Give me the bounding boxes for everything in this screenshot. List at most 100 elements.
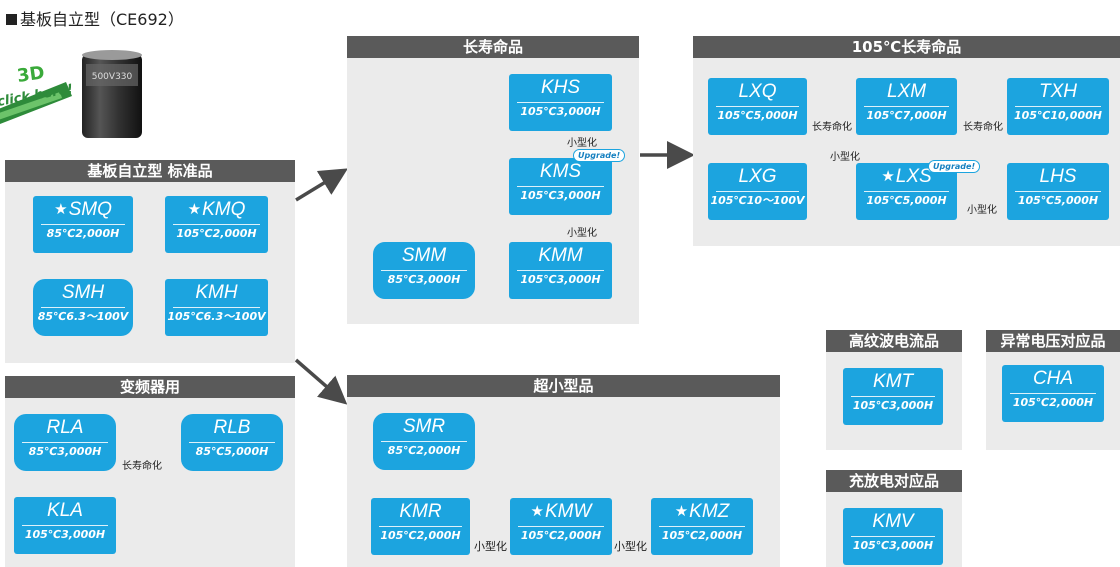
product-smr[interactable]: SMR 85℃2,000H	[373, 413, 475, 470]
product-kla[interactable]: KLA 105℃3,000H	[14, 497, 116, 554]
product-smh[interactable]: SMH 85℃6.3～100V	[33, 279, 133, 336]
group-header-high-ripple: 高纹波电流品	[826, 330, 962, 352]
product-name: KMV	[872, 511, 914, 532]
star-icon: ★	[187, 201, 202, 218]
product-spec: 105℃5,000H	[717, 109, 798, 122]
label-miniaturize: 小型化	[830, 152, 860, 163]
product-smq[interactable]: ★SMQ 85℃2,000H	[33, 196, 133, 253]
product-spec: 105℃3,000H	[24, 528, 106, 541]
product-spec: 105℃6.3～100V	[167, 310, 266, 323]
label-long-life: 长寿命化	[963, 122, 1003, 133]
upgrade-badge: Upgrade!	[573, 149, 626, 162]
star-icon: ★	[674, 503, 689, 520]
product-kmt[interactable]: KMT 105℃3,000H	[843, 368, 943, 425]
product-name: LHS	[1039, 166, 1077, 187]
product-name: KMZ	[689, 501, 730, 522]
product-name: CHA	[1032, 368, 1074, 389]
product-name: LXS	[895, 166, 932, 187]
product-spec: 105℃3,000H	[852, 539, 934, 552]
product-spec: 105℃3,000H	[520, 273, 601, 286]
product-spec: 105℃5,000H	[866, 194, 947, 207]
product-name: KHS	[540, 77, 581, 98]
product-spec: 105℃10,000H	[1014, 109, 1102, 122]
product-kmv[interactable]: KMV 105℃3,000H	[843, 508, 943, 565]
star-icon: ★	[881, 168, 895, 185]
product-name: SMH	[61, 282, 105, 303]
product-spec: 85℃3,000H	[28, 445, 102, 458]
product-spec: 85℃2,000H	[46, 227, 120, 240]
product-rlb[interactable]: RLB 85℃5,000H	[181, 414, 283, 471]
product-lxg[interactable]: LXG 105℃10～100V	[708, 163, 807, 220]
product-spec: 105℃2,000H	[176, 227, 257, 240]
upgrade-badge: Upgrade!	[928, 160, 981, 173]
product-name: SMM	[401, 245, 447, 266]
product-kmr[interactable]: KMR 105℃2,000H	[371, 498, 470, 555]
product-name: KMH	[195, 282, 238, 303]
product-name: TXH	[1039, 81, 1077, 102]
arrow-standard-to-longlife	[295, 168, 348, 202]
label-miniaturize: 小型化	[614, 540, 647, 553]
product-kmm[interactable]: KMM 105℃3,000H	[509, 242, 612, 299]
product-khs[interactable]: KHS 105℃3,000H	[509, 74, 612, 131]
label-long-life: 长寿命化	[122, 461, 162, 472]
product-spec: 105℃7,000H	[866, 109, 947, 122]
product-spec: 105℃2,000H	[380, 529, 461, 542]
capacitor-text: 500V330	[92, 72, 133, 82]
square-bullet-icon	[6, 14, 17, 25]
product-lxq[interactable]: LXQ 105℃5,000H	[708, 78, 807, 135]
product-spec: 105℃2,000H	[520, 529, 602, 542]
product-name: LXG	[738, 166, 777, 187]
product-spec: 105℃2,000H	[1012, 396, 1094, 409]
label-miniaturize: 小型化	[567, 228, 597, 239]
page-title: 基板自立型（CE692）	[6, 6, 184, 30]
product-spec: 105℃3,000H	[520, 189, 601, 202]
group-header-charge-discharge: 充放电对应品	[826, 470, 962, 492]
group-header-abnormal-voltage: 异常电压对应品	[986, 330, 1120, 352]
product-spec: 85℃2,000H	[387, 444, 461, 457]
product-name: RLB	[213, 417, 251, 438]
product-spec: 85℃3,000H	[387, 273, 461, 286]
product-name: KMQ	[202, 199, 246, 220]
product-kmw[interactable]: ★KMW 105℃2,000H	[510, 498, 612, 555]
product-spec: 105℃2,000H	[661, 529, 743, 542]
product-name: KMW	[545, 501, 592, 522]
product-name: KLA	[47, 500, 83, 521]
product-spec: 105℃3,000H	[852, 399, 934, 412]
product-name: LXQ	[738, 81, 777, 102]
3d-click-badge[interactable]: 3D click here!	[0, 52, 72, 142]
group-header-long-life: 长寿命品	[347, 36, 639, 58]
star-icon: ★	[54, 201, 68, 218]
product-name: KMT	[872, 371, 914, 392]
product-rla[interactable]: RLA 85℃3,000H	[14, 414, 116, 471]
product-kmh[interactable]: KMH 105℃6.3～100V	[165, 279, 268, 336]
product-txh[interactable]: TXH 105℃10,000H	[1007, 78, 1109, 135]
group-header-long-life-105: 105℃长寿命品	[693, 36, 1120, 58]
product-lxm[interactable]: LXM 105℃7,000H	[856, 78, 957, 135]
product-name: SMR	[402, 416, 446, 437]
product-kmz[interactable]: ★KMZ 105℃2,000H	[651, 498, 753, 555]
page-title-text: 基板自立型（CE692）	[20, 10, 184, 29]
product-name: KMS	[539, 161, 582, 182]
label-long-life: 长寿命化	[812, 122, 852, 133]
group-header-standard: 基板自立型 标准品	[5, 160, 295, 182]
label-miniaturize: 小型化	[567, 138, 597, 149]
product-name: SMQ	[68, 199, 112, 220]
product-cha[interactable]: CHA 105℃2,000H	[1002, 365, 1104, 422]
product-lhs[interactable]: LHS 105℃5,000H	[1007, 163, 1109, 220]
product-name: LXM	[886, 81, 927, 102]
product-spec: 85℃6.3～100V	[37, 310, 129, 323]
product-name: KMM	[538, 245, 583, 266]
product-spec: 85℃5,000H	[195, 445, 269, 458]
capacitor-image: 500V330	[82, 50, 142, 138]
product-name: RLA	[46, 417, 84, 438]
product-kms[interactable]: KMS 105℃3,000H	[509, 158, 612, 215]
product-kmq[interactable]: ★KMQ 105℃2,000H	[165, 196, 268, 253]
star-icon: ★	[530, 503, 544, 520]
product-spec: 105℃10～100V	[710, 194, 805, 207]
product-smm[interactable]: SMM 85℃3,000H	[373, 242, 475, 299]
label-miniaturize: 小型化	[967, 205, 997, 216]
product-spec: 105℃5,000H	[1017, 194, 1099, 207]
3d-text: 3D	[16, 62, 46, 87]
group-header-ultra-small: 超小型品	[347, 375, 780, 397]
label-miniaturize: 小型化	[474, 540, 507, 553]
